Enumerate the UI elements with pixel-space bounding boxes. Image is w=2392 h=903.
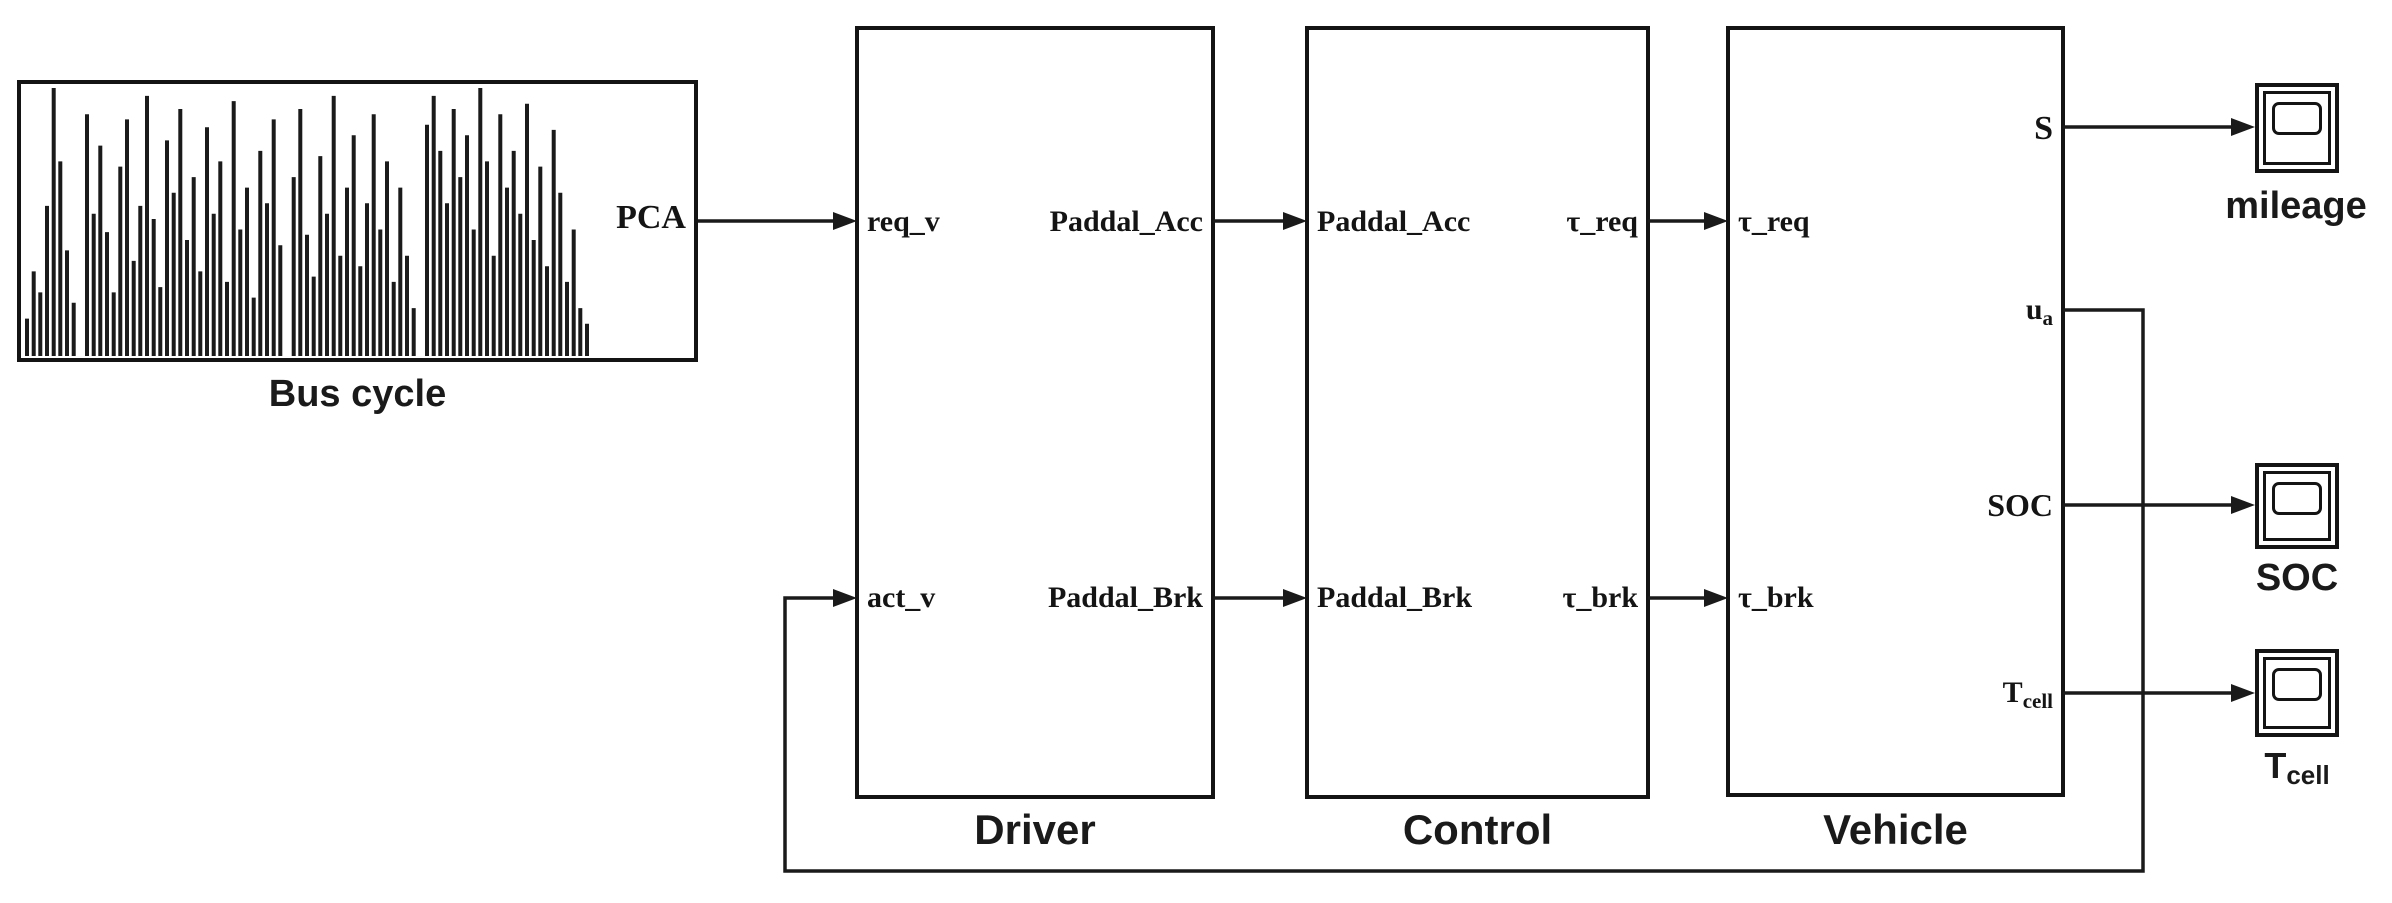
- port-label-paddal-acc-out: Paddal_Acc: [1049, 205, 1203, 238]
- port-label-req-v: req_v: [867, 205, 940, 238]
- block-bus-cycle[interactable]: PCA: [17, 80, 698, 362]
- tcell-label: Tcell: [2264, 745, 2330, 790]
- wire-paddal-acc[interactable]: [1213, 212, 1307, 230]
- wire-s-to-mileage[interactable]: [2063, 118, 2255, 136]
- wire-soc-to-scope[interactable]: [2063, 496, 2255, 514]
- port-label-paddal-brk-out: Paddal_Brk: [1047, 581, 1203, 614]
- vehicle-label: Vehicle: [1823, 806, 1968, 853]
- port-label-ua: ua: [2025, 293, 2053, 330]
- block-control[interactable]: Paddal_Acc Paddal_Brk τ_req τ_brk: [1305, 26, 1650, 799]
- port-label-tau-brk-in: τ_brk: [1738, 581, 1814, 614]
- port-label-tau-req-out: τ_req: [1566, 205, 1638, 238]
- scope-screen-icon: [2272, 668, 2322, 701]
- port-label-tau-brk-out: τ_brk: [1562, 581, 1638, 614]
- control-label: Control: [1402, 806, 1553, 853]
- block-vehicle[interactable]: τ_req τ_brk S ua SOC Tcell: [1726, 26, 2065, 797]
- scope-screen-icon: [2272, 102, 2322, 135]
- wire-tcell-to-scope[interactable]: [2063, 684, 2255, 702]
- scope-screen-icon: [2272, 482, 2322, 515]
- wire-tau-req[interactable]: [1648, 212, 1728, 230]
- driver-label: Driver: [974, 806, 1096, 853]
- port-label-paddal-acc-in: Paddal_Acc: [1317, 205, 1471, 238]
- scope-soc[interactable]: [2255, 463, 2339, 549]
- port-label-tau-req-in: τ_req: [1738, 205, 1810, 238]
- port-label-pca: PCA: [616, 199, 686, 236]
- bus-cycle-label: Bus cycle: [268, 373, 447, 415]
- soc-label: SOC: [2255, 557, 2339, 599]
- port-label-s: S: [2034, 110, 2053, 147]
- wire-paddal-brk[interactable]: [1213, 589, 1307, 607]
- mileage-label: mileage: [2225, 185, 2367, 227]
- scope-tcell[interactable]: [2255, 649, 2339, 737]
- block-driver[interactable]: req_v act_v Paddal_Acc Paddal_Brk: [855, 26, 1215, 799]
- port-label-paddal-brk-in: Paddal_Brk: [1317, 581, 1473, 614]
- scope-mileage[interactable]: [2255, 83, 2339, 173]
- port-label-act-v: act_v: [867, 581, 936, 614]
- scope-icon: [2263, 91, 2331, 165]
- port-label-tcell: Tcell: [2002, 676, 2053, 713]
- wire-pca-to-req-v[interactable]: [698, 212, 857, 230]
- port-label-soc: SOC: [1987, 487, 2053, 523]
- scope-icon: [2263, 657, 2331, 729]
- wire-tau-brk[interactable]: [1648, 589, 1728, 607]
- scope-icon: [2263, 471, 2331, 541]
- bus-cycle-waveform: [25, 88, 589, 356]
